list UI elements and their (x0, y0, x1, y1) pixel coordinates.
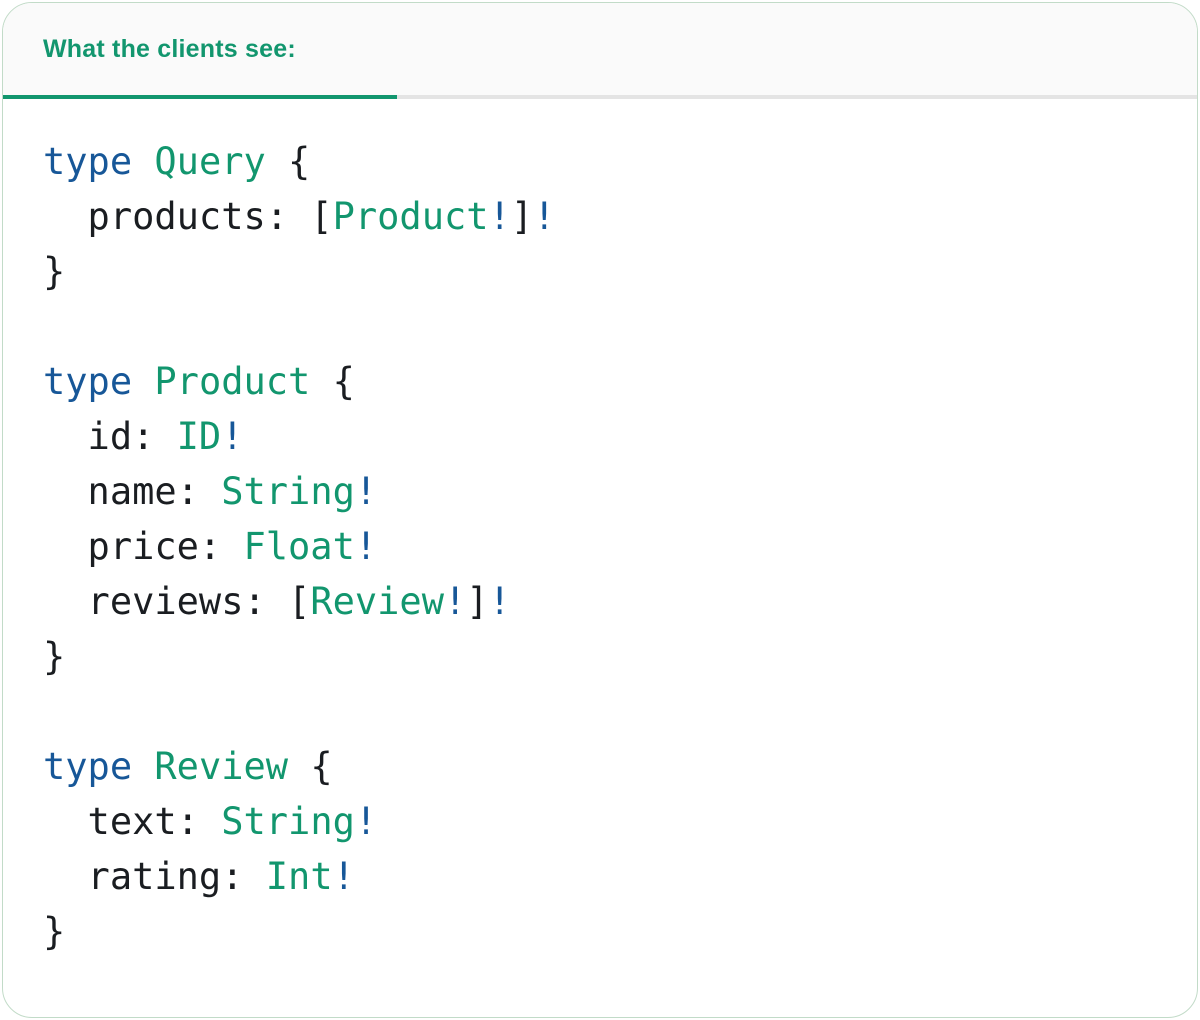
code-line: rating: Int! (43, 849, 1157, 904)
code-token: ! (354, 525, 378, 568)
code-line: name: String! (43, 464, 1157, 519)
code-token: reviews: [ (43, 580, 311, 623)
code-token: type (43, 360, 133, 403)
code-token: Query (154, 140, 266, 183)
code-token: ! (221, 415, 244, 458)
code-token: Product (332, 195, 489, 238)
code-token (132, 745, 154, 788)
code-line (43, 299, 1157, 354)
code-token: } (43, 910, 66, 953)
code-line: reviews: [Review!]! (43, 574, 1157, 629)
code-token: ! (354, 470, 378, 513)
code-token: ! (533, 195, 556, 238)
code-line: } (43, 629, 1157, 684)
code-token: ] (510, 195, 534, 238)
code-token (132, 140, 154, 183)
code-token: ! (332, 855, 355, 898)
code-token: ! (488, 195, 511, 238)
code-token: ! (488, 580, 511, 623)
code-token: Int (265, 855, 333, 898)
code-token: String (221, 800, 355, 843)
code-token: ! (354, 800, 378, 843)
code-token: String (221, 470, 355, 513)
code-token: rating: (43, 855, 266, 898)
code-token: } (43, 635, 66, 678)
code-token: text: (43, 800, 222, 843)
code-token: ! (443, 580, 467, 623)
code-token: Float (243, 525, 355, 568)
code-token: } (43, 250, 66, 293)
code-line: price: Float! (43, 519, 1157, 574)
code-token: id: (43, 415, 177, 458)
code-token: { (265, 140, 311, 183)
code-token: ID (176, 415, 222, 458)
code-line: id: ID! (43, 409, 1157, 464)
code-line (43, 684, 1157, 739)
tab-what-clients-see[interactable]: What the clients see: (43, 34, 296, 63)
code-block: type Query { products: [Product!]!}type … (3, 99, 1197, 999)
code-line: products: [Product!]! (43, 189, 1157, 244)
code-token: type (43, 745, 133, 788)
code-token: ] (466, 580, 489, 623)
code-line: type Review { (43, 739, 1157, 794)
code-line: type Query { (43, 134, 1157, 189)
code-token: type (43, 140, 133, 183)
active-tab-underline (3, 95, 397, 99)
code-token: price: (43, 525, 244, 568)
code-token (132, 360, 154, 403)
code-token: products: [ (43, 195, 333, 238)
code-token: { (310, 360, 355, 403)
code-line: type Product { (43, 354, 1157, 409)
code-line: text: String! (43, 794, 1157, 849)
code-token: { (288, 745, 333, 788)
code-token: name: (43, 470, 222, 513)
code-line: } (43, 904, 1157, 959)
tab-bar: What the clients see: (3, 3, 1197, 99)
code-token: Review (154, 745, 289, 788)
code-token: Review (310, 580, 444, 623)
code-line: } (43, 244, 1157, 299)
code-token: Product (154, 360, 311, 403)
